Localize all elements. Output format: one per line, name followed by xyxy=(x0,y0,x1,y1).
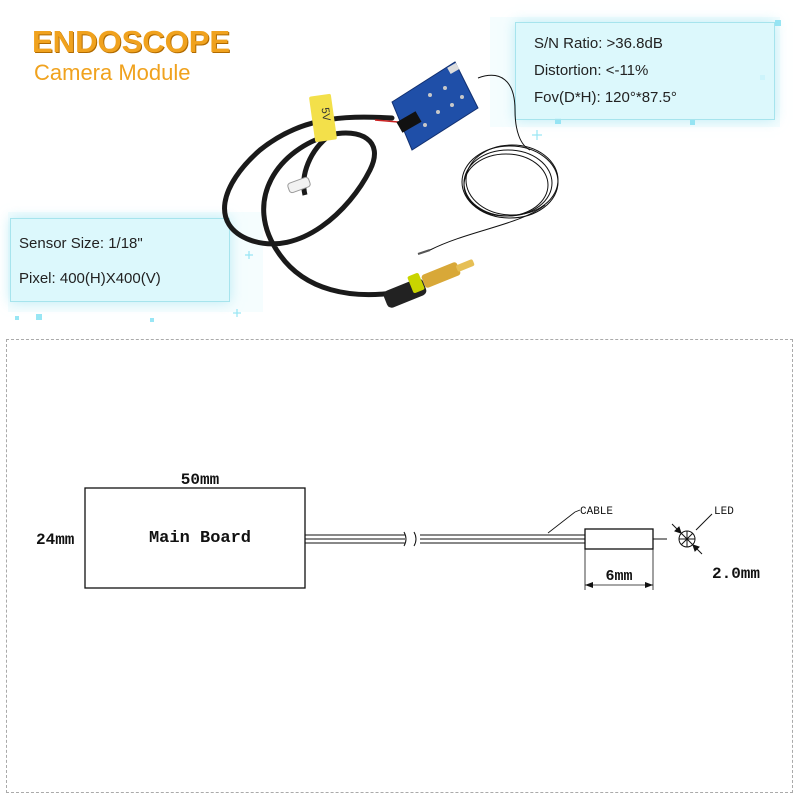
voltage-tag-label: 5V xyxy=(318,107,332,123)
board-width-label: 50mm xyxy=(181,471,220,489)
spec-box-left xyxy=(10,218,230,302)
camera-module-illustration: 5V xyxy=(222,61,559,308)
sn-ratio-text: S/N Ratio: >36.8dB xyxy=(534,35,663,52)
drawing-frame xyxy=(6,339,793,793)
distortion-text: Distortion: <-11% xyxy=(534,62,649,79)
head-diameter-label: 2.0mm xyxy=(712,565,760,583)
title-main: ENDOSCOPE xyxy=(32,24,231,59)
camera-head-outline xyxy=(584,528,654,550)
rca-connector-icon xyxy=(383,259,475,308)
cable-lines xyxy=(305,531,585,547)
fov-text: Fov(D*H): 120°*87.5° xyxy=(534,89,677,106)
led-lens-icon xyxy=(671,513,713,555)
sensor-size-text: Sensor Size: 1/18" xyxy=(19,235,143,252)
main-board-outline xyxy=(84,487,306,589)
main-board-label: Main Board xyxy=(149,529,251,548)
pcb-board-icon xyxy=(391,61,479,151)
product-photo: S/N Ratio: >36.8dB Distortion: <-11% Fov… xyxy=(0,0,800,330)
spec-box-right xyxy=(515,22,775,120)
head-length-label: 6mm xyxy=(605,568,632,585)
voltage-tag: 5V xyxy=(309,93,337,143)
title-sub: Camera Module xyxy=(34,60,191,85)
pixel-text: Pixel: 400(H)X400(V) xyxy=(19,270,161,287)
board-height-label: 24mm xyxy=(36,531,75,549)
led-label: LED xyxy=(714,506,734,518)
cable-label: CABLE xyxy=(580,506,613,518)
coiled-cable-icon xyxy=(417,74,559,255)
